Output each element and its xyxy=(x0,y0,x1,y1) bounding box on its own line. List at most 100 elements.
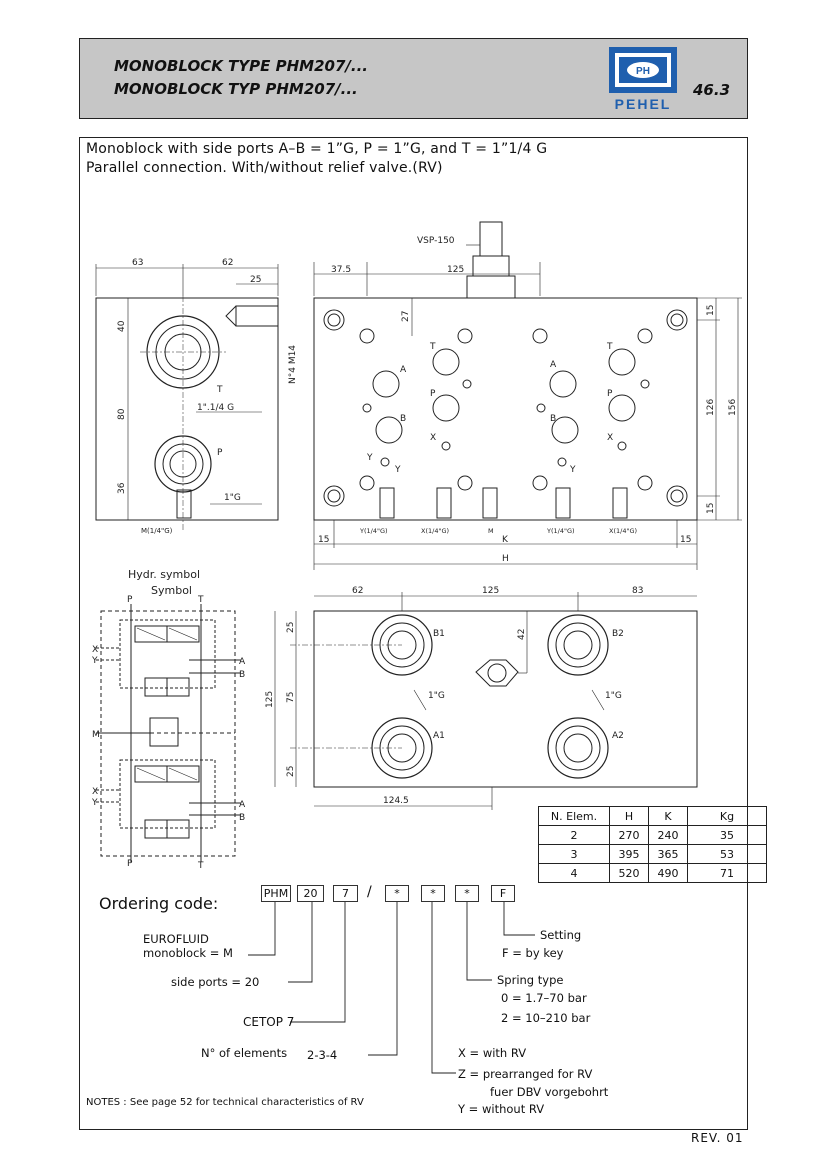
front-dim-15-bottom: 15 xyxy=(706,503,716,514)
front-dim-K: K xyxy=(502,535,509,545)
table-cell: 3 xyxy=(538,844,610,864)
ordering-title: Ordering code: xyxy=(99,894,219,913)
bottom-port-size-left: 1"G xyxy=(428,691,445,701)
ordering-box-star-2: * xyxy=(421,885,445,902)
side-port-M: M(1/4"G) xyxy=(141,527,173,535)
bottom-dim-125v: 125 xyxy=(265,691,275,708)
description-line-2: Parallel connection. With/without relief… xyxy=(86,160,443,176)
table-row: 3 395 365 53 xyxy=(538,844,767,864)
table-cell: 71 xyxy=(687,863,767,883)
table-cell: 2 xyxy=(538,825,610,845)
setting-label: Setting xyxy=(540,928,582,942)
page-number: 46.3 xyxy=(693,81,731,99)
front-port-bottom-1: Y(1/4"G) xyxy=(359,527,388,535)
front-dim-156: 156 xyxy=(728,399,738,416)
symbol-label-B-bottom: B xyxy=(239,813,245,823)
front-label-Y-left: Y xyxy=(366,453,373,463)
hydraulic-symbol: Hydr. symbol Symbol P T xyxy=(91,568,246,871)
table-row: 4 520 490 71 xyxy=(538,863,767,883)
side-label-T-size: 1".1/4 G xyxy=(197,403,234,413)
rv-z: Z = prearranged for RV xyxy=(458,1067,593,1081)
table-cell: 490 xyxy=(648,863,688,883)
elements-value: 2-3-4 xyxy=(307,1048,338,1062)
side-label-P: P xyxy=(217,448,223,458)
bottom-port-A1: A1 xyxy=(433,731,445,741)
symbol-title-2: Symbol xyxy=(151,584,192,597)
front-dim-15-top: 15 xyxy=(706,305,716,316)
cetop-text: CETOP 7 xyxy=(243,1015,295,1029)
front-port-bottom-2: X(1/4"G) xyxy=(421,527,449,535)
symbol-label-T-bottom: T xyxy=(197,861,204,871)
front-view: VSP-150 37.5 125 27 15 126 156 15 15 15 … xyxy=(313,221,742,570)
side-dim-40: 40 xyxy=(117,320,127,332)
side-dim-36: 36 xyxy=(117,482,127,494)
bottom-port-B2: B2 xyxy=(612,629,624,639)
bottom-dim-125: 125 xyxy=(482,586,499,596)
elements-table: N. Elem. H K Kg 2 270 240 35 3 395 365 5… xyxy=(538,806,767,883)
symbol-label-X-bottom: X xyxy=(92,787,98,797)
title-line-2: MONOBLOCK TYP PHM207/... xyxy=(114,80,358,98)
side-view: 63 62 25 40 80 36 T 1".1/4 G P 1"G M(1/4… xyxy=(95,258,298,535)
front-label-A-left: A xyxy=(400,365,407,375)
front-label-Y2-left: Y xyxy=(394,465,401,475)
bottom-dim-75: 75 xyxy=(286,692,296,703)
table-cell: 365 xyxy=(648,844,688,864)
page-header: MONOBLOCK TYPE PHM207/... MONOBLOCK TYP … xyxy=(79,38,748,119)
ordering-box-f: F xyxy=(491,885,515,902)
bottom-port-size-right: 1"G xyxy=(605,691,622,701)
ordering-slash: / xyxy=(367,884,372,900)
spring-0: 0 = 1.7–70 bar xyxy=(501,991,587,1005)
bottom-dim-83: 83 xyxy=(632,586,643,596)
front-valve-label: VSP-150 xyxy=(417,236,455,246)
front-label-T-right: T xyxy=(606,342,613,352)
front-label-X-right: X xyxy=(607,433,613,443)
elements-header-kg: Kg xyxy=(687,806,767,826)
table-cell: 520 xyxy=(609,863,649,883)
symbol-title-1: Hydr. symbol xyxy=(128,568,200,581)
front-dim-27: 27 xyxy=(401,311,411,322)
bottom-port-B1: B1 xyxy=(433,629,445,639)
symbol-label-Y-top: Y xyxy=(91,656,98,666)
title-line-1: MONOBLOCK TYPE PHM207/... xyxy=(114,57,368,75)
bottom-view: 62 125 83 25 75 25 125 42 124.5 B1 B2 A1… xyxy=(265,586,698,810)
side-dim-80: 80 xyxy=(117,408,127,420)
symbol-label-B-top: B xyxy=(239,670,245,680)
table-cell: 4 xyxy=(538,863,610,883)
side-dim-63: 63 xyxy=(132,258,143,268)
front-label-X-left: X xyxy=(430,433,436,443)
front-dim-125: 125 xyxy=(447,265,464,275)
revision: REV. 01 xyxy=(691,1131,744,1145)
front-dim-15-left: 15 xyxy=(318,535,329,545)
description-line-1: Monoblock with side ports A–B = 1”G, P =… xyxy=(86,141,548,157)
table-cell: 53 xyxy=(687,844,767,864)
front-port-bottom-3: M xyxy=(488,527,494,535)
side-label-T: T xyxy=(216,385,223,395)
rv-y: Y = without RV xyxy=(458,1102,545,1116)
spring-2: 2 = 10–210 bar xyxy=(501,1011,591,1025)
bottom-dim-62: 62 xyxy=(352,586,363,596)
ordering-box-star-3: * xyxy=(455,885,479,902)
bottom-dim-25a: 25 xyxy=(286,622,296,633)
table-cell: 395 xyxy=(609,844,649,864)
bottom-dim-42: 42 xyxy=(517,629,527,640)
elements-label: N° of elements xyxy=(201,1046,288,1060)
table-cell: 35 xyxy=(687,825,767,845)
ordering-box-20: 20 xyxy=(297,885,324,902)
ordering-box-phm: PHM xyxy=(261,885,291,902)
front-label-A-right: A xyxy=(550,360,557,370)
symbol-label-X-top: X xyxy=(92,645,98,655)
front-port-bottom-4: Y(1/4"G) xyxy=(546,527,575,535)
side-dim-62: 62 xyxy=(222,258,233,268)
eurofluid-line-1: EUROFLUID xyxy=(143,932,209,946)
rv-x: X = with RV xyxy=(458,1046,527,1060)
ordering-leaders xyxy=(248,900,535,1074)
logo-mark: PH xyxy=(636,66,650,77)
bottom-port-A2: A2 xyxy=(612,731,624,741)
bottom-dim-25b: 25 xyxy=(286,766,296,777)
elements-header-h: H xyxy=(609,806,649,826)
front-label-B-left: B xyxy=(400,414,406,424)
elements-table-header: N. Elem. H K Kg xyxy=(538,806,767,826)
symbol-label-A-top: A xyxy=(239,657,246,667)
front-label-P-right: P xyxy=(607,389,613,399)
front-label-Y-right: Y xyxy=(569,465,576,475)
